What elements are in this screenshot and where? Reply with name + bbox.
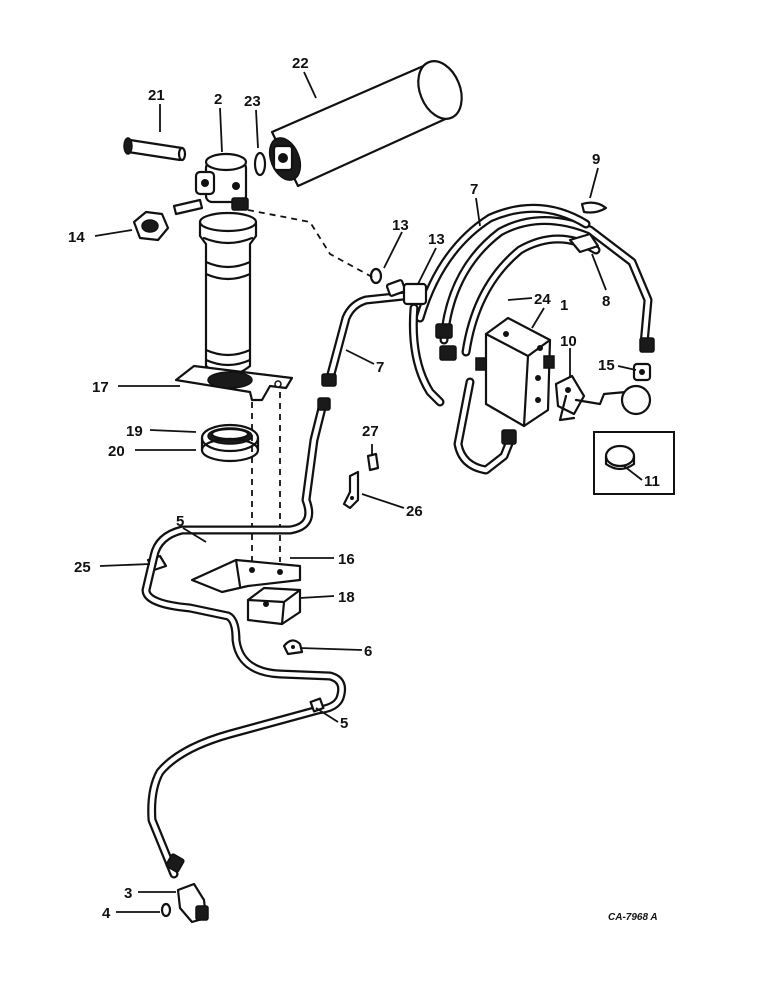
callout-labels: 21 2 23 22 14 17 19 20 5 25 16 18 6 5 3 … xyxy=(68,55,660,923)
callout-9: 9 xyxy=(592,151,600,168)
knob-cap-inset xyxy=(593,431,675,495)
control-lever-part xyxy=(554,374,652,422)
callout-23: 23 xyxy=(244,93,261,110)
callout-18: 18 xyxy=(338,589,355,606)
hose-assembly-part xyxy=(408,203,653,475)
callout-11: 11 xyxy=(644,473,660,490)
callout-13: 13 xyxy=(392,217,409,234)
callout-5-lower: 5 xyxy=(340,715,348,732)
callout-6: 6 xyxy=(364,643,372,660)
callout-10: 10 xyxy=(560,333,577,350)
callout-3: 3 xyxy=(124,885,132,902)
callout-16: 16 xyxy=(338,551,355,568)
callout-1: 1 xyxy=(560,297,568,314)
fittings-part xyxy=(165,267,655,873)
callout-8: 8 xyxy=(602,293,610,310)
hose-clamp-part xyxy=(568,201,608,254)
callout-24: 24 xyxy=(534,291,551,308)
callout-27: 27 xyxy=(362,423,379,440)
callout-14: 14 xyxy=(68,229,85,246)
filter-canister-part xyxy=(198,211,258,377)
callout-7-upper: 7 xyxy=(470,181,478,198)
callout-25: 25 xyxy=(74,559,91,576)
nut-part xyxy=(132,210,170,242)
elbow-fitting-part xyxy=(160,882,209,924)
support-bracket-part xyxy=(342,452,380,510)
filter-element-part xyxy=(268,60,463,188)
bolt-part xyxy=(123,137,187,162)
callout-12: 13 xyxy=(428,231,445,248)
seal-rings-part xyxy=(200,423,260,463)
drawing-code: CA-7968 A xyxy=(608,912,658,923)
callout-7-lower: 7 xyxy=(376,359,384,376)
callout-22: 22 xyxy=(292,55,309,72)
spacer-block-part xyxy=(246,586,302,626)
return-tube-part xyxy=(141,403,347,879)
callout-4: 4 xyxy=(102,905,111,922)
control-valve-part xyxy=(475,316,555,428)
clamp-part xyxy=(282,639,304,656)
o-ring-part xyxy=(253,151,267,177)
callout-26: 26 xyxy=(406,503,423,520)
bracket-part xyxy=(190,558,302,594)
callout-21: 21 xyxy=(148,87,165,104)
pressure-tube-part xyxy=(325,291,409,383)
callout-19: 19 xyxy=(126,423,143,440)
filter-head-part xyxy=(172,152,249,216)
mounting-plate-part xyxy=(174,364,294,402)
callout-2: 2 xyxy=(214,91,222,108)
leader-lines xyxy=(94,71,643,913)
callout-5-upper: 5 xyxy=(176,513,184,530)
callout-15: 15 xyxy=(598,357,615,374)
callout-17: 17 xyxy=(92,379,109,396)
callout-20: 20 xyxy=(108,443,125,460)
